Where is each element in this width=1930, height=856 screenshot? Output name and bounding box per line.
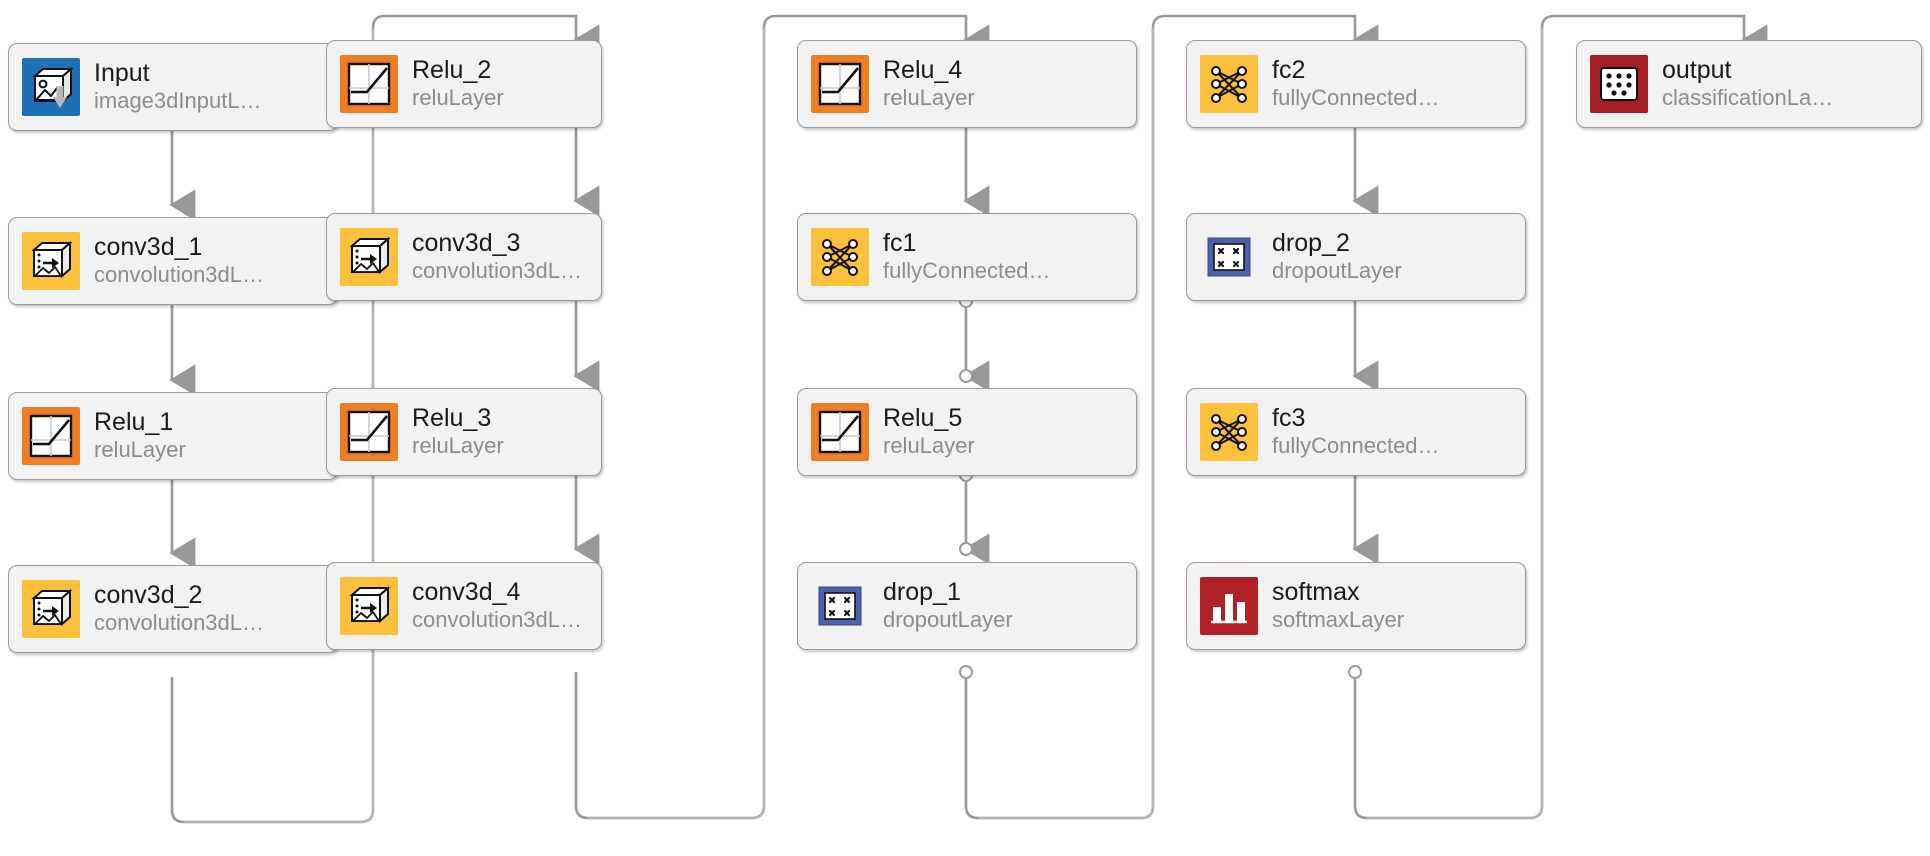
layer-type: reluLayer <box>412 432 504 458</box>
layer-name: output <box>1662 57 1732 85</box>
relu-icon <box>340 403 398 461</box>
layer-name: fc3 <box>1272 405 1306 433</box>
layer-type: fullyConnected… <box>883 257 1051 283</box>
layer-type: convolution3dL… <box>94 261 265 287</box>
layer-node-conv3d_1[interactable]: conv3d_1 convolution3dL… <box>8 217 338 305</box>
fully-connected-icon <box>1200 403 1258 461</box>
relu-icon <box>811 403 869 461</box>
layer-node-labels: Relu_3 reluLayer <box>412 405 504 458</box>
convolution3d-icon <box>340 228 398 286</box>
layer-node-fc3[interactable]: fc3 fullyConnected… <box>1186 388 1526 476</box>
layer-node-relu_1[interactable]: Relu_1 reluLayer <box>8 392 338 480</box>
layer-node-input[interactable]: Input image3dInputL… <box>8 43 338 131</box>
layer-name: Relu_1 <box>94 409 174 437</box>
dropout-icon <box>1200 228 1258 286</box>
layer-name: conv3d_2 <box>94 582 203 610</box>
layer-name: fc1 <box>883 230 917 258</box>
layer-node-relu_3[interactable]: Relu_3 reluLayer <box>326 388 602 476</box>
layer-node-conv3d_3[interactable]: conv3d_3 convolution3dL… <box>326 213 602 301</box>
layer-node-labels: softmax softmaxLayer <box>1272 579 1404 632</box>
layer-type: reluLayer <box>94 436 186 462</box>
relu-icon <box>22 407 80 465</box>
layer-type: convolution3dL… <box>94 609 265 635</box>
layer-node-softmax[interactable]: softmax softmaxLayer <box>1186 562 1526 650</box>
layer-node-labels: conv3d_3 convolution3dL… <box>412 230 582 283</box>
layer-node-labels: fc2 fullyConnected… <box>1272 57 1440 110</box>
convolution3d-icon <box>22 232 80 290</box>
image3d-input-icon <box>22 58 80 116</box>
layer-node-relu_2[interactable]: Relu_2 reluLayer <box>326 40 602 128</box>
layer-name: drop_2 <box>1272 230 1350 258</box>
layer-name: conv3d_3 <box>412 230 521 258</box>
convolution3d-icon <box>340 577 398 635</box>
layer-type: dropoutLayer <box>1272 257 1402 283</box>
layer-type: fullyConnected… <box>1272 432 1440 458</box>
layer-type: image3dInputL… <box>94 87 262 113</box>
layer-node-labels: Relu_2 reluLayer <box>412 57 504 110</box>
softmax-icon <box>1200 577 1258 635</box>
layer-node-labels: Relu_1 reluLayer <box>94 409 186 462</box>
layer-name: softmax <box>1272 579 1360 607</box>
layer-node-labels: Input image3dInputL… <box>94 60 262 113</box>
layer-name: Relu_5 <box>883 405 963 433</box>
convolution3d-icon <box>22 580 80 638</box>
layer-node-drop_1[interactable]: drop_1 dropoutLayer <box>797 562 1137 650</box>
layer-type: reluLayer <box>412 84 504 110</box>
relu-icon <box>340 55 398 113</box>
layer-node-labels: conv3d_2 convolution3dL… <box>94 582 264 635</box>
layer-type: reluLayer <box>883 84 975 110</box>
layer-node-labels: conv3d_4 convolution3dL… <box>412 579 582 632</box>
layer-name: conv3d_1 <box>94 234 203 262</box>
layer-node-labels: drop_1 dropoutLayer <box>883 579 1013 632</box>
layer-type: classificationLa… <box>1662 84 1834 110</box>
layer-type: fullyConnected… <box>1272 84 1440 110</box>
layer-node-conv3d_4[interactable]: conv3d_4 convolution3dL… <box>326 562 602 650</box>
dropout-icon <box>811 577 869 635</box>
layer-node-relu_5[interactable]: Relu_5 reluLayer <box>797 388 1137 476</box>
layer-node-output[interactable]: output classificationLa… <box>1576 40 1922 128</box>
layer-name: fc2 <box>1272 57 1306 85</box>
layer-node-drop_2[interactable]: drop_2 dropoutLayer <box>1186 213 1526 301</box>
layer-name: Relu_3 <box>412 405 492 433</box>
layer-type: convolution3dL… <box>412 257 583 283</box>
layer-type: convolution3dL… <box>412 606 583 632</box>
layer-node-relu_4[interactable]: Relu_4 reluLayer <box>797 40 1137 128</box>
layer-node-fc1[interactable]: fc1 fullyConnected… <box>797 213 1137 301</box>
classification-icon <box>1590 55 1648 113</box>
layer-node-labels: Relu_4 reluLayer <box>883 57 975 110</box>
layer-node-conv3d_2[interactable]: conv3d_2 convolution3dL… <box>8 565 338 653</box>
layer-name: Input <box>94 60 150 88</box>
layer-name: conv3d_4 <box>412 579 521 607</box>
layer-node-fc2[interactable]: fc2 fullyConnected… <box>1186 40 1526 128</box>
layer-name: Relu_2 <box>412 57 492 85</box>
layer-node-labels: output classificationLa… <box>1662 57 1833 110</box>
relu-icon <box>811 55 869 113</box>
layer-name: Relu_4 <box>883 57 963 85</box>
layer-node-labels: drop_2 dropoutLayer <box>1272 230 1402 283</box>
layer-type: softmaxLayer <box>1272 606 1405 632</box>
layer-type: dropoutLayer <box>883 606 1013 632</box>
fully-connected-icon <box>811 228 869 286</box>
layer-node-labels: conv3d_1 convolution3dL… <box>94 234 264 287</box>
layer-name: drop_1 <box>883 579 961 607</box>
layer-type: reluLayer <box>883 432 975 458</box>
fully-connected-icon <box>1200 55 1258 113</box>
layer-node-labels: Relu_5 reluLayer <box>883 405 975 458</box>
layer-node-labels: fc3 fullyConnected… <box>1272 405 1440 458</box>
layer-node-labels: fc1 fullyConnected… <box>883 230 1051 283</box>
